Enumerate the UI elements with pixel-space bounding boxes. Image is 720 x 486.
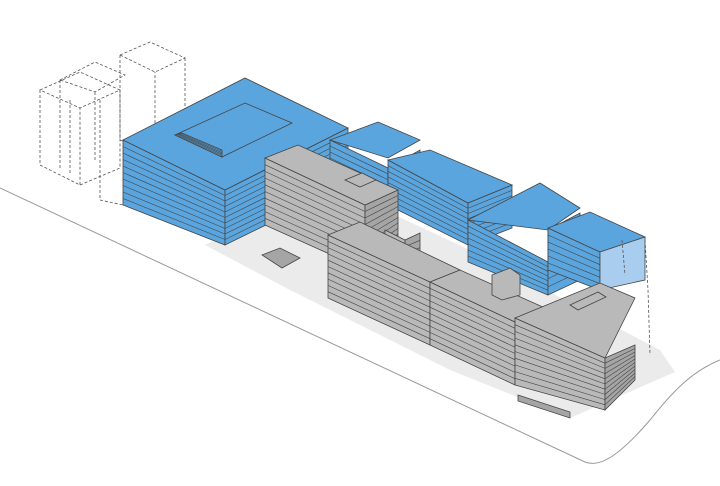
blue-block-5-left-face-floor-line <box>547 262 601 284</box>
site-boundary-line <box>0 187 586 463</box>
grey-block-4-right-face-floor-line <box>604 355 636 374</box>
grey-block-4-right-face-floor-line <box>604 369 636 395</box>
grey-block-1-left-face-floor-line <box>264 177 366 225</box>
grey-block-4-left-face-floor-line <box>514 371 606 400</box>
blue-block-1-left-face-floor-line <box>122 185 226 229</box>
blue-block-3-right-face-floor-line <box>467 190 513 209</box>
grey-block-4-right-face-floor-line <box>604 372 636 400</box>
grey-block-4-left-face-floor-line <box>514 337 606 374</box>
grey-block-2-left-face-floor-line <box>327 291 431 339</box>
blue-block-3-left-face-floor-line <box>387 170 469 214</box>
grey-block-2-left-face-floor-line <box>327 259 431 308</box>
blue-block-1-left-face-floor-line <box>122 146 226 196</box>
blue-block-5-left-face-floor-line <box>547 241 601 265</box>
blue-block-5-left-face-floor-line <box>547 255 601 278</box>
grey-block-3-left-face-floor-line <box>429 332 516 373</box>
blue-block-1-left-face-floor-line <box>122 198 226 240</box>
grey-block-2-left-face-floor-line <box>327 253 431 302</box>
grey-block-3-left-face-floor-line <box>429 294 516 335</box>
blue-block-1-left-face-floor-line <box>122 191 226 235</box>
grey-podium <box>261 247 301 269</box>
grey-block-4-left-face-floor-line <box>514 324 606 364</box>
blue-block-4-left-face-floor-line <box>467 231 549 272</box>
grey-block-2-left-face-floor-line <box>327 278 431 327</box>
blue-block-4-left-face-floor-line <box>467 243 549 282</box>
grey-block-4-left-face-floor-line <box>514 357 606 390</box>
blue-block-1-courtyard-wall-floor-line <box>179 133 223 154</box>
grey-block-2-left-face-floor-line <box>327 247 431 295</box>
blue-block-1-left-face-floor-line <box>122 178 226 224</box>
grey-block-4-right-face-floor-line <box>604 351 636 369</box>
grey-block-4-right-face-floor-line <box>604 365 636 390</box>
grey-block-4-right-face-floor-line <box>604 376 636 406</box>
grey-block-4-left-face-floor-line <box>514 331 606 369</box>
grey-block-4-left-face-floor-line <box>514 378 606 406</box>
blue-block-5-left-face-floor-line <box>547 248 601 272</box>
grey-block-3-left-face-floor-line <box>429 306 516 348</box>
blue-block-3-left-face-floor-line <box>387 187 469 230</box>
grey-block-3-left-face-floor-line <box>429 300 516 342</box>
blue-block-5-left-face-floor-line <box>547 234 601 259</box>
blue-block-3-right-face-floor-line <box>467 195 513 214</box>
blue-block-4-left-face-floor-line <box>467 225 549 267</box>
blue-block-1-left-face-floor-line <box>122 159 226 207</box>
grey-block-1-right-face-floor-line <box>364 206 399 225</box>
grey-block-1-right-face-floor-line <box>364 195 399 212</box>
blue-block-1-courtyard-wall-floor-line <box>177 133 223 155</box>
grey-block-4-left-face-floor-line <box>514 364 606 395</box>
blue-block-3-left-face-floor-line <box>387 176 469 220</box>
grey-block-2-left-face-floor-line <box>327 266 431 314</box>
blue-block-3-left-face-floor-line <box>387 165 469 209</box>
grey-block-4-roof-unit <box>569 291 607 311</box>
grey-block-1-roof-unit <box>344 172 377 188</box>
blue-block-3-left-face-floor-line <box>387 199 469 241</box>
dashed-context-right <box>621 239 651 356</box>
grey-block-1-left-face-floor-line <box>264 184 366 232</box>
grey-block-2-left-face-floor-line <box>327 241 431 289</box>
grey-block-4-roof <box>513 282 636 359</box>
grey-block-3-left-face-floor-line <box>429 338 516 379</box>
blue-block-1-courtyard-wall-floor-line <box>176 134 223 156</box>
grey-block-2-left-face-floor-line <box>327 272 431 321</box>
site-boundary-curve <box>584 359 720 464</box>
blue-block-1-left-face-floor-line <box>122 172 226 218</box>
blue-block-1-courtyard-wall-floor-line <box>180 133 223 152</box>
blue-block-4-left-face-floor-line <box>467 249 549 286</box>
blue-block-2-left-face-floor-line <box>329 151 389 181</box>
blue-block-5-glass-face <box>599 236 646 291</box>
grey-plinth <box>517 394 571 419</box>
grey-block-1-left-face-floor-line <box>264 164 366 212</box>
grey-block-2-left-face-floor-line <box>327 285 431 333</box>
grey-annex-2 <box>491 267 521 301</box>
grey-block-1-roof <box>263 144 399 206</box>
grey-block-4-right-face-floor-line <box>604 358 636 380</box>
grey-block-1-right-face-floor-line <box>364 200 399 219</box>
grey-block-4-left-face-floor-line <box>514 351 606 385</box>
blue-block-4-left-face-floor-line <box>467 237 549 277</box>
grey-block-3-left-face-floor-line <box>429 319 516 361</box>
grey-block-3-left-face-floor-line <box>429 313 516 354</box>
blue-block-2-roof <box>328 121 421 159</box>
grey-block-4-left-face-floor-line <box>514 344 606 380</box>
blue-block-1-left-face-floor-line <box>122 165 226 213</box>
grey-block-3-left-face-floor-line <box>429 325 516 367</box>
grey-block-4-right-face-floor-line <box>604 348 636 364</box>
grey-block-3-left-face-floor-line <box>429 288 516 329</box>
blue-block-3-left-face-floor-line <box>387 182 469 225</box>
blue-block-3-left-face-floor-line <box>387 193 469 235</box>
blue-block-4-roof <box>466 182 581 231</box>
dashed-context-buildings <box>39 41 186 206</box>
grey-block-4-right-face-floor-line <box>604 362 636 385</box>
blue-block-2-left-face-floor-line <box>329 145 389 175</box>
grey-block-1-left-face-floor-line <box>264 171 366 219</box>
blue-block-1-left-face-floor-line <box>122 152 226 202</box>
blue-block-3-roof <box>386 149 514 204</box>
